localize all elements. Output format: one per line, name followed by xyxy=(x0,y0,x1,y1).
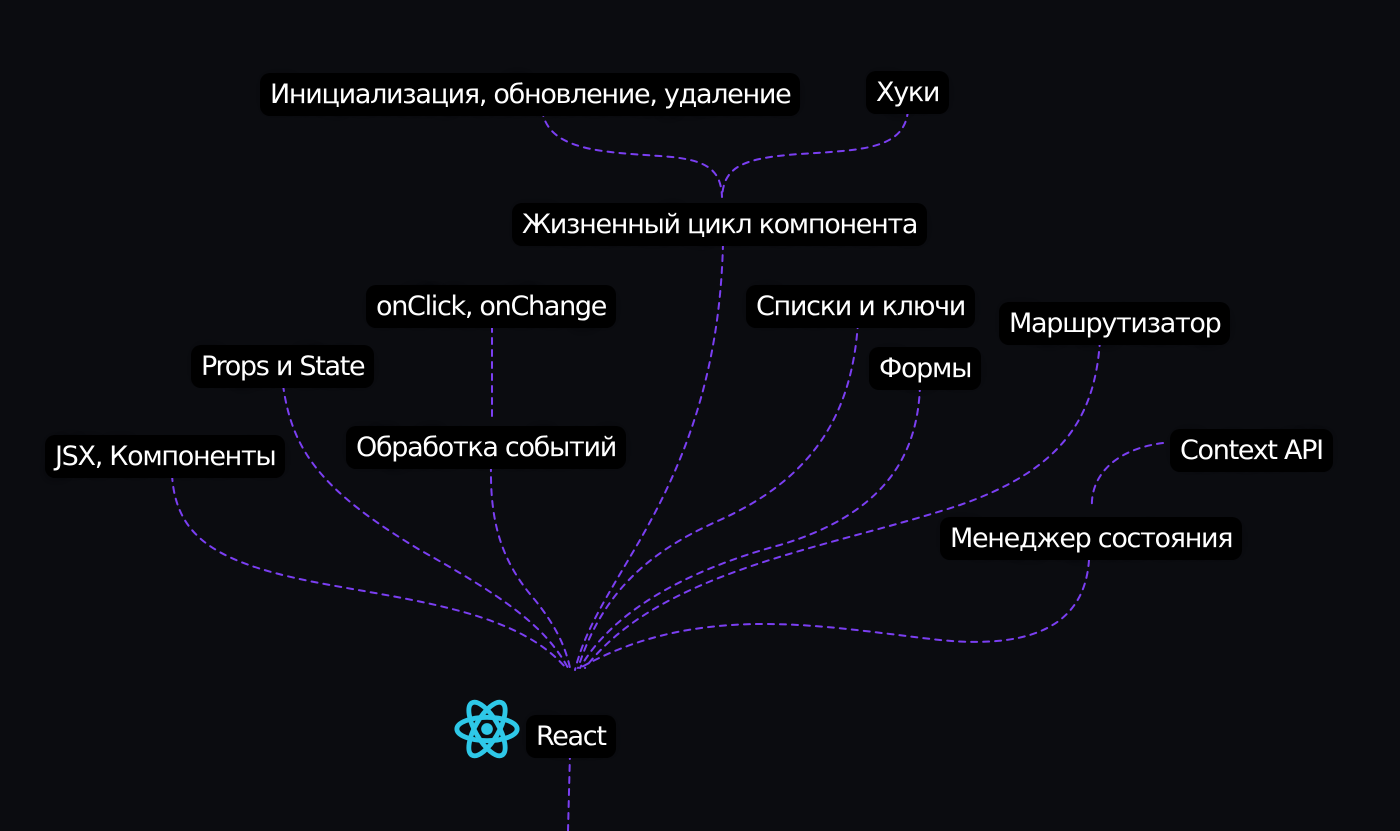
node-event-handling: Обработка событий xyxy=(346,426,626,469)
edge-lists-to-react xyxy=(577,321,859,669)
node-lifecycle: Жизненный цикл компонента xyxy=(512,203,928,246)
node-props-state: Props и State xyxy=(191,345,375,388)
node-forms: Формы xyxy=(869,347,982,390)
node-hooks: Хуки xyxy=(866,71,950,114)
edge-state-manager-to-react xyxy=(579,559,1090,669)
node-jsx-components: JSX, Компоненты xyxy=(45,435,286,478)
edge-init-to-lifecycle xyxy=(541,109,723,198)
node-state-manager: Менеджер состояния xyxy=(940,517,1243,560)
node-context-api: Context API xyxy=(1170,429,1333,472)
edge-react-down xyxy=(567,752,571,831)
edge-events-to-react xyxy=(489,464,571,669)
edge-hooks-to-lifecycle xyxy=(721,109,909,198)
node-react-root: React xyxy=(526,715,616,758)
node-router: Маршрутизатор xyxy=(999,302,1231,345)
node-lists-keys: Списки и ключи xyxy=(746,285,976,328)
react-atom-icon xyxy=(454,699,520,759)
edge-lifecycle-to-react xyxy=(574,242,724,671)
node-init-update-remove: Инициализация, обновление, удаление xyxy=(260,73,801,116)
node-onclick-onchange: onClick, onChange xyxy=(366,285,617,328)
edge-props-to-react xyxy=(282,384,569,669)
edge-forms-to-react xyxy=(579,384,921,669)
edge-context-to-state-manager xyxy=(1090,442,1164,509)
edge-jsx-to-react xyxy=(171,474,567,669)
edge-router-to-react xyxy=(584,339,1101,669)
